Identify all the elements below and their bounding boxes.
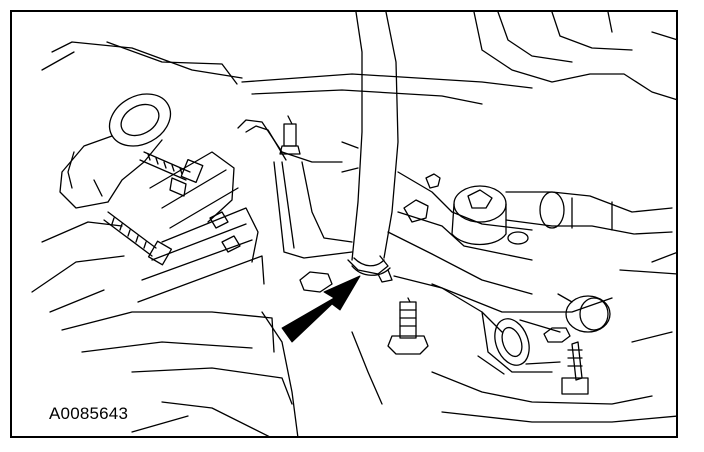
front-bolt	[387, 297, 429, 355]
bracket	[237, 115, 359, 259]
cylinder-head	[31, 151, 265, 313]
left-coolant-elbow	[59, 93, 172, 209]
callout-arrow	[281, 275, 361, 343]
right-housing	[451, 185, 676, 275]
valve-cover	[299, 161, 533, 333]
upper-engine-contours	[41, 12, 676, 105]
engine-line-drawing	[31, 12, 676, 436]
vacuum-hose	[351, 12, 399, 267]
figure-id-label: A0085643	[46, 404, 132, 424]
hose-clamp	[347, 255, 393, 283]
right-front-pipe	[431, 283, 613, 395]
lower-contours	[61, 311, 676, 436]
left-studs	[103, 151, 204, 266]
figure-frame: A0085643	[10, 10, 678, 438]
